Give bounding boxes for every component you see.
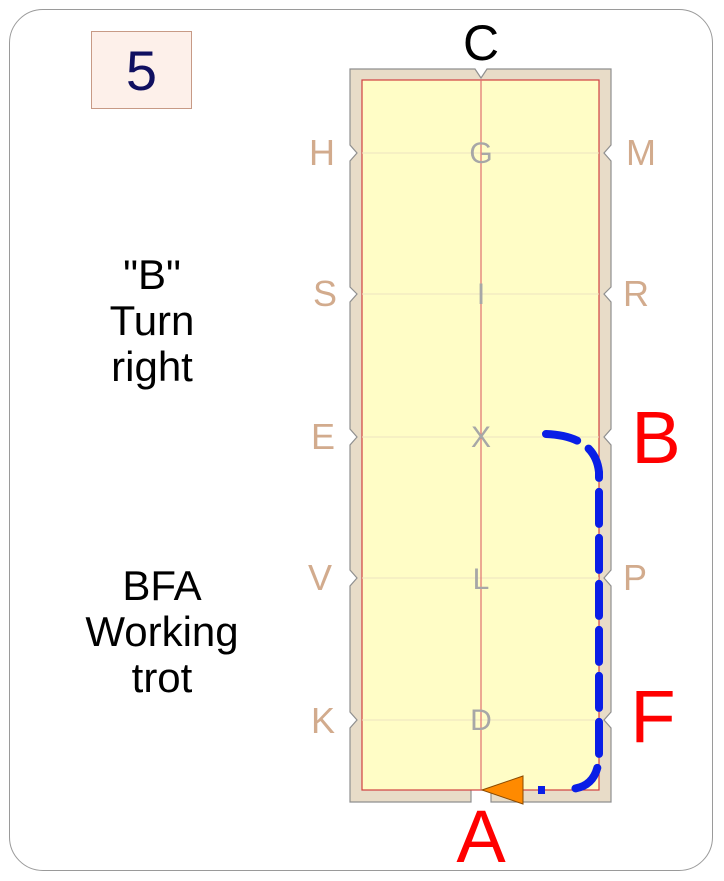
- letter-e: E: [311, 416, 335, 457]
- letter-g: G: [469, 137, 492, 170]
- instruction-line: Working: [85, 608, 239, 655]
- instruction-working-trot: BFA Working trot: [60, 563, 264, 701]
- letter-d: D: [470, 704, 492, 737]
- letter-r: R: [623, 273, 649, 314]
- direction-arrow-icon: [480, 775, 524, 805]
- instruction-turn-right: "B" Turn right: [60, 252, 244, 390]
- letter-i: I: [477, 278, 485, 311]
- instruction-line: right: [111, 343, 193, 390]
- instruction-line: "B": [123, 251, 181, 298]
- step-number: 5: [125, 38, 158, 102]
- step-number-badge: 5: [91, 31, 192, 109]
- riding-path: [542, 430, 603, 793]
- letter-x: X: [471, 421, 491, 454]
- instruction-line: BFA: [122, 562, 202, 609]
- letter-s: S: [313, 273, 337, 314]
- letter-k: K: [311, 700, 335, 741]
- letter-l: L: [473, 563, 490, 596]
- letter-c: C: [463, 15, 499, 71]
- letter-p: P: [623, 557, 647, 598]
- letter-f: F: [630, 675, 675, 758]
- letter-a: A: [456, 795, 506, 878]
- instruction-line: trot: [131, 654, 193, 701]
- instruction-line: Turn: [109, 297, 195, 344]
- letter-v: V: [308, 557, 332, 598]
- letter-b: B: [631, 396, 680, 479]
- letter-m: M: [626, 132, 656, 173]
- letter-h: H: [309, 132, 335, 173]
